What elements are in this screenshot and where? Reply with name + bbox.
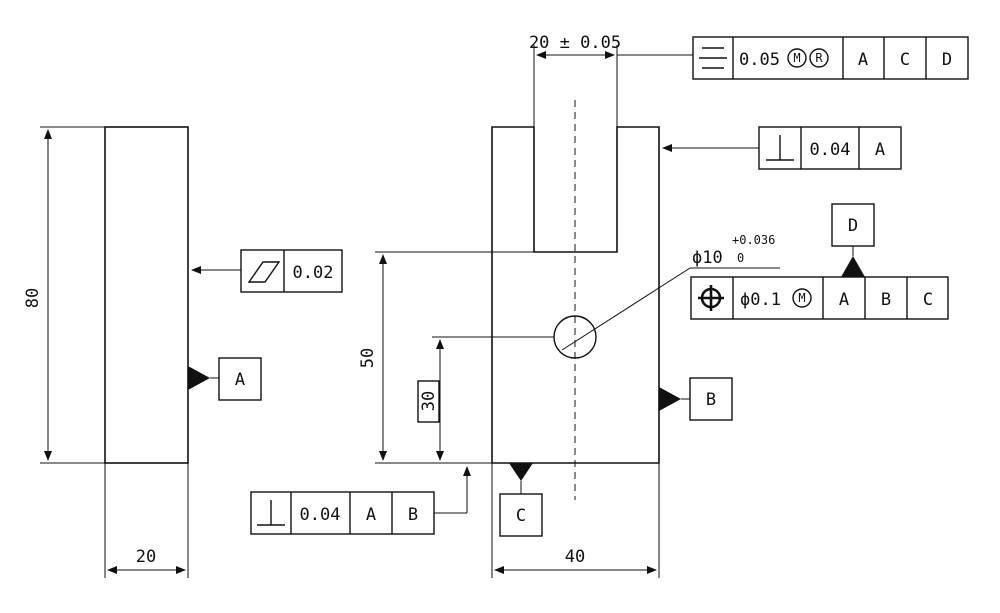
perpendicularity-icon — [257, 500, 285, 526]
svg-text:ϕ0.1: ϕ0.1 — [740, 290, 781, 310]
fcf-position: ϕ0.1 M A B C — [690, 276, 949, 320]
svg-text:D: D — [942, 50, 952, 70]
svg-text:C: C — [923, 290, 933, 310]
svg-text:A: A — [858, 50, 868, 70]
svg-text:0.04: 0.04 — [810, 140, 851, 160]
svg-text:M: M — [798, 291, 805, 305]
perpendicularity-icon — [766, 135, 794, 161]
side-view-outline — [104, 126, 189, 464]
svg-text:B: B — [881, 290, 891, 310]
symmetry-icon — [699, 47, 727, 69]
dim-50-label: 50 — [358, 348, 378, 368]
datum-d-label: D — [848, 216, 858, 236]
modifier-m-circle — [787, 48, 807, 68]
fcf-symmetry: 0.05 M R A C D — [692, 36, 969, 80]
fcf-perpendicularity-bottom: 0.04 A B — [250, 491, 435, 535]
modifier-m-circle — [792, 288, 812, 308]
svg-text:M: M — [793, 51, 800, 65]
hole-diameter-label: ϕ10 — [692, 248, 723, 268]
svg-text:0.05: 0.05 — [739, 50, 780, 70]
svg-text:0.04: 0.04 — [300, 505, 341, 525]
datum-c-label: C — [516, 506, 526, 526]
datum-b-triangle — [659, 387, 681, 411]
svg-text:A: A — [875, 140, 885, 160]
svg-text:C: C — [900, 50, 910, 70]
svg-text:A: A — [366, 505, 376, 525]
fcf-perpendicularity-top: 0.04 A — [758, 126, 902, 170]
svg-text:0.02: 0.02 — [293, 263, 334, 283]
position-icon — [698, 285, 724, 311]
modifier-r-circle — [809, 48, 829, 68]
datum-a-label: A — [235, 370, 245, 390]
dim-30-label: 30 — [419, 391, 439, 411]
datum-a-triangle — [188, 366, 210, 390]
flatness-icon — [247, 261, 281, 283]
svg-text:R: R — [815, 51, 823, 65]
dim-40-label: 40 — [565, 547, 585, 567]
dim-slot-label: 20 ± 0.05 — [529, 33, 621, 53]
hole-tol-lower: 0 — [737, 251, 744, 265]
dim-80-label: 80 — [23, 288, 43, 308]
datum-c-triangle — [509, 463, 533, 481]
datum-b-label: B — [706, 390, 716, 410]
datum-d-triangle — [841, 256, 865, 277]
svg-text:B: B — [408, 505, 418, 525]
dim-20-label: 20 — [136, 547, 156, 567]
svg-text:A: A — [839, 290, 849, 310]
hole-tol-upper: +0.036 — [732, 233, 775, 247]
fcf-flatness: 0.02 — [240, 249, 343, 293]
